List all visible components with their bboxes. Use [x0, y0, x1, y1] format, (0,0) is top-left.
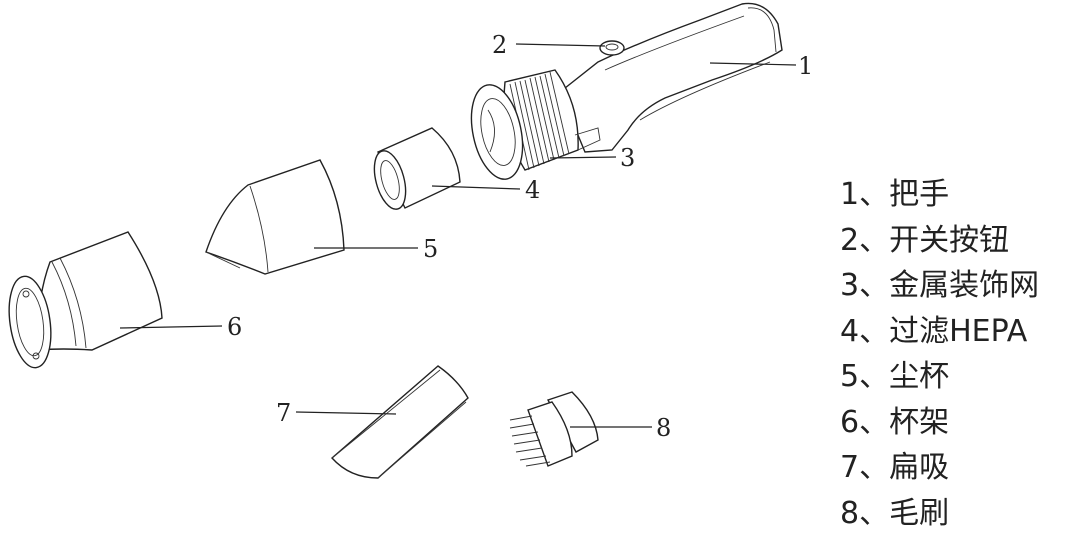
crevice-nozzle — [332, 366, 468, 478]
legend-item-cup-holder: 6、杯架 — [840, 400, 1065, 446]
cup-holder — [4, 232, 162, 370]
callout-7: 7 — [276, 399, 291, 427]
legend-item-hepa-filter: 4、过滤HEPA — [840, 309, 1065, 355]
callout-4: 4 — [525, 176, 540, 204]
legend-item-metal-mesh: 3、金属装饰网 — [840, 263, 1065, 309]
legend-item-power-button: 2、开关按钮 — [840, 218, 1065, 264]
parts-legend: 1、把手 2、开关按钮 3、金属装饰网 4、过滤HEPA 5、尘杯 6、杯架 7… — [840, 172, 1065, 536]
callout-5: 5 — [423, 235, 438, 263]
legend-item-crevice-nozzle: 7、扁吸 — [840, 445, 1065, 491]
callout-3: 3 — [620, 144, 635, 172]
dust-cup — [206, 160, 344, 274]
legend-item-dust-cup: 5、尘杯 — [840, 354, 1065, 400]
brush-nozzle — [510, 392, 598, 466]
legend-item-handle: 1、把手 — [840, 172, 1065, 218]
callout-2: 2 — [492, 31, 507, 59]
hepa-filter — [369, 128, 460, 213]
callout-1: 1 — [798, 52, 813, 80]
callout-8: 8 — [656, 414, 671, 442]
legend-item-brush: 8、毛刷 — [840, 491, 1065, 536]
callout-6: 6 — [227, 313, 242, 341]
